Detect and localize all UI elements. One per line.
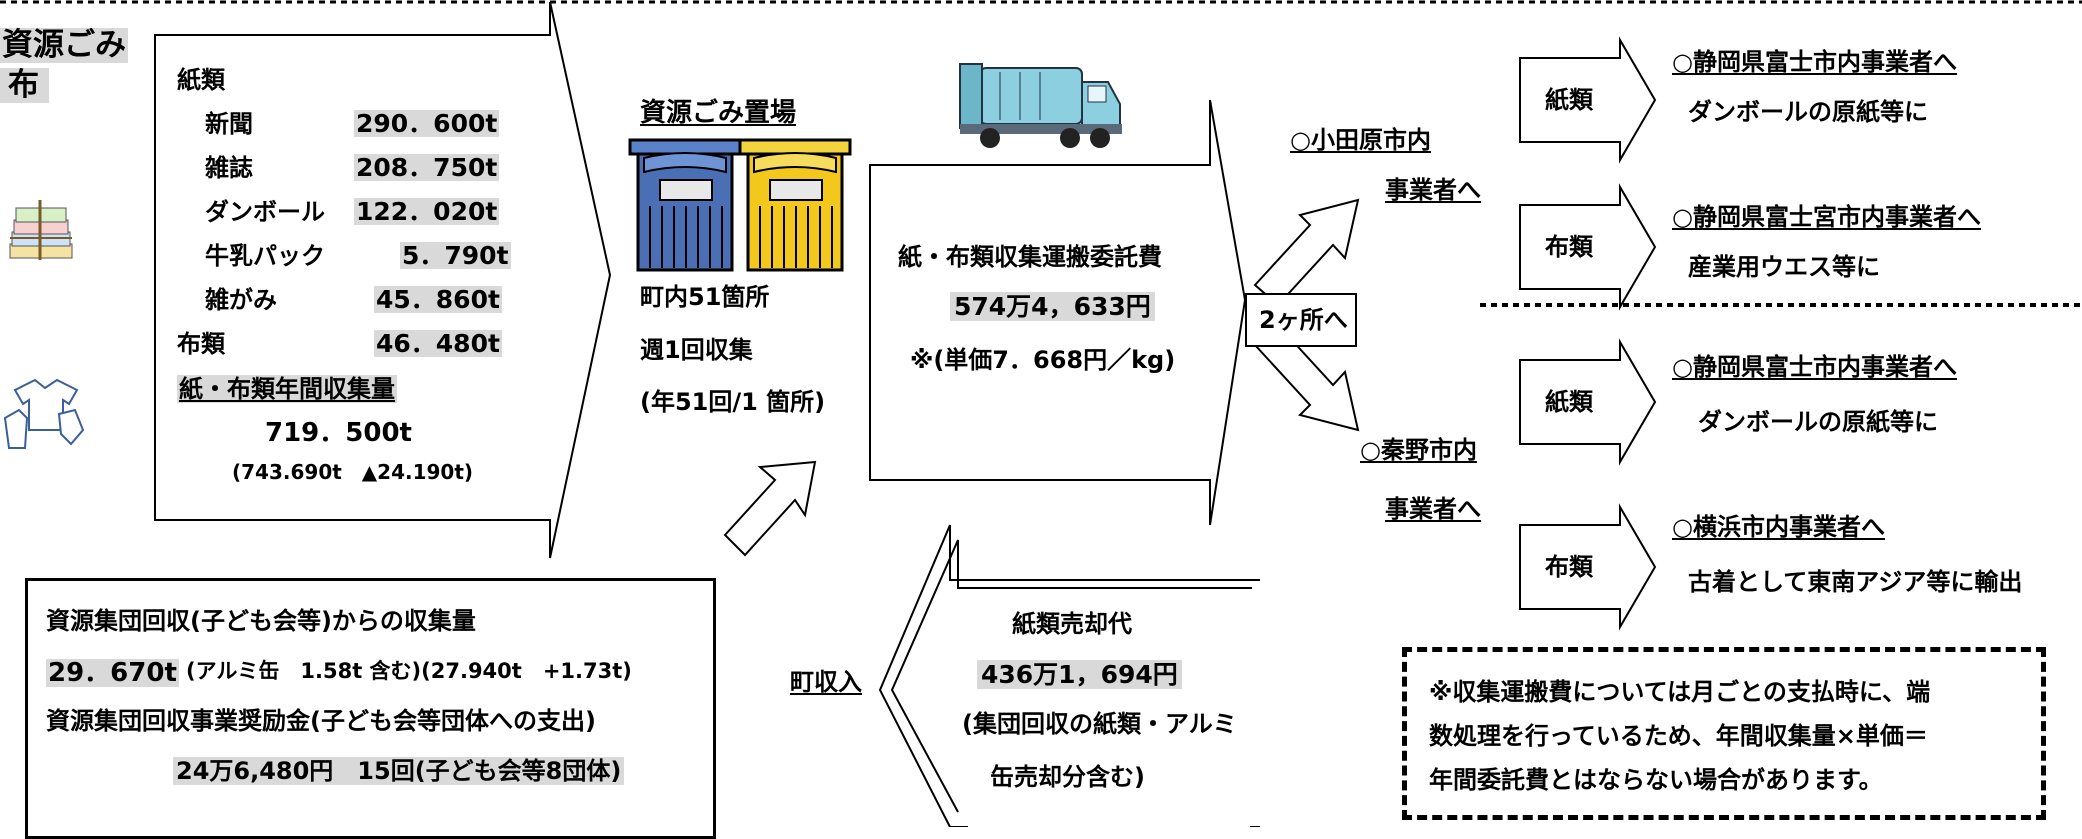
footnote-line-3: 年間委託費とはならない場合があります。 xyxy=(1429,766,1883,794)
odawara-dest-1: ○小田原市内 xyxy=(1290,126,1431,154)
left-edge-title-1: 資源ごみ xyxy=(0,27,128,63)
site-frequency: 週1回収集 xyxy=(640,336,753,364)
item-name: 牛乳パック xyxy=(205,242,325,270)
annual-amount: 719．500t xyxy=(265,418,412,448)
group-collection-title: 資源集団回収(子ども会等)からの収集量 xyxy=(46,607,476,635)
cloth-label: 布類 xyxy=(177,330,225,358)
garbage-truck-icon xyxy=(959,63,1122,148)
split-box: 2ヶ所へ xyxy=(1245,293,1357,347)
dest-title: ○横浜市内事業者へ xyxy=(1672,513,1885,541)
incentive-amount: 24万6,480円 15回(子ども会等8団体) xyxy=(173,757,625,785)
income-note-2: 缶売却分含む) xyxy=(990,763,1145,791)
dest-title: ○静岡県富士宮市内事業者へ xyxy=(1672,203,1981,231)
paper-label: 紙類 xyxy=(177,66,225,94)
resource-bins-icon xyxy=(628,138,852,272)
item-amount: 122．020t xyxy=(354,197,500,226)
group-collection-box: 資源集団回収(子ども会等)からの収集量 29．670t (アルミ缶 1.58t … xyxy=(25,578,716,839)
item-name: 雑誌 xyxy=(205,154,253,182)
contract-amount: 574万4，633円 xyxy=(950,292,1155,321)
item-amount: 5．790t xyxy=(400,241,511,270)
dest-category: 布類 xyxy=(1545,553,1593,581)
item-name: ダンボール xyxy=(205,198,325,226)
contract-unit-price: ※(単価7．668円／kg) xyxy=(910,346,1176,374)
footnote-box: ※収集運搬費については月ごとの支払時に、端 数処理を行っているため、年間収集量×… xyxy=(1402,647,2046,820)
dest-category: 紙類 xyxy=(1545,86,1593,114)
previous-year-comparison: (743.690t ▲24.190t) xyxy=(232,460,474,484)
collection-arrow-shape xyxy=(154,1,612,559)
split-arrow-up xyxy=(1253,198,1360,307)
contract-title: 紙・布類収集運搬委託費 xyxy=(898,243,1162,271)
dest-title: ○静岡県富士市内事業者へ xyxy=(1672,48,1957,76)
cloth-amount: 46．480t xyxy=(374,329,502,358)
footnote-line-1: ※収集運搬費については月ごとの支払時に、端 xyxy=(1429,678,1931,706)
income-arrow-outer xyxy=(878,524,1260,827)
item-amount: 290．600t xyxy=(354,109,500,138)
dest-title: ○静岡県富士市内事業者へ xyxy=(1672,353,1957,381)
site-yearly: (年51回/1 箇所) xyxy=(640,388,826,416)
group-collection-detail: (アルミ缶 1.58t 含む)(27.940t +1.73t) xyxy=(186,659,632,683)
income-label: 町収入 xyxy=(790,668,862,696)
site-title: 資源ごみ置場 xyxy=(640,98,797,128)
dest-note: 産業用ウエス等に xyxy=(1688,253,1880,281)
dest-category: 布類 xyxy=(1545,233,1593,261)
left-edge-title-2: 布 xyxy=(0,68,49,103)
dest-note: ダンボールの原紙等に xyxy=(1698,408,1938,436)
newspaper-bundle-icon xyxy=(9,200,73,260)
diagonal-up-arrow xyxy=(723,460,817,557)
site-locations: 町内51箇所 xyxy=(640,283,770,311)
item-amount: 45．860t xyxy=(374,285,502,314)
income-arrow-inner xyxy=(890,539,1252,813)
footnote-line-2: 数処理を行っているため、年間収集量×単価＝ xyxy=(1429,722,1928,750)
hadano-dest-1: ○秦野市内 xyxy=(1360,436,1477,464)
dest-arrow-shapes xyxy=(1519,36,1657,631)
income-title: 紙類売却代 xyxy=(1012,610,1132,638)
dest-category: 紙類 xyxy=(1545,388,1593,416)
dest-note: ダンボールの原紙等に xyxy=(1688,98,1928,126)
item-name: 新聞 xyxy=(205,110,253,138)
split-label: 2ヶ所へ xyxy=(1259,306,1348,334)
item-amount: 208．750t xyxy=(354,153,500,182)
item-name: 雑がみ xyxy=(205,286,277,314)
annual-label: 紙・布類年間収集量 xyxy=(177,375,397,403)
group-collection-amount: 29．670t xyxy=(46,658,179,688)
hadano-dest-2: 事業者へ xyxy=(1385,495,1481,523)
income-amount: 436万1，694円 xyxy=(977,660,1182,689)
incentive-title: 資源集団回収事業奨励金(子ども会等団体への支出) xyxy=(46,707,596,735)
dest-note: 古着として東南アジア等に輸出 xyxy=(1688,568,2023,596)
income-note-1: (集団回収の紙類・アルミ xyxy=(962,710,1237,738)
odawara-dest-2: 事業者へ xyxy=(1385,176,1481,204)
clothes-icon xyxy=(3,378,85,449)
